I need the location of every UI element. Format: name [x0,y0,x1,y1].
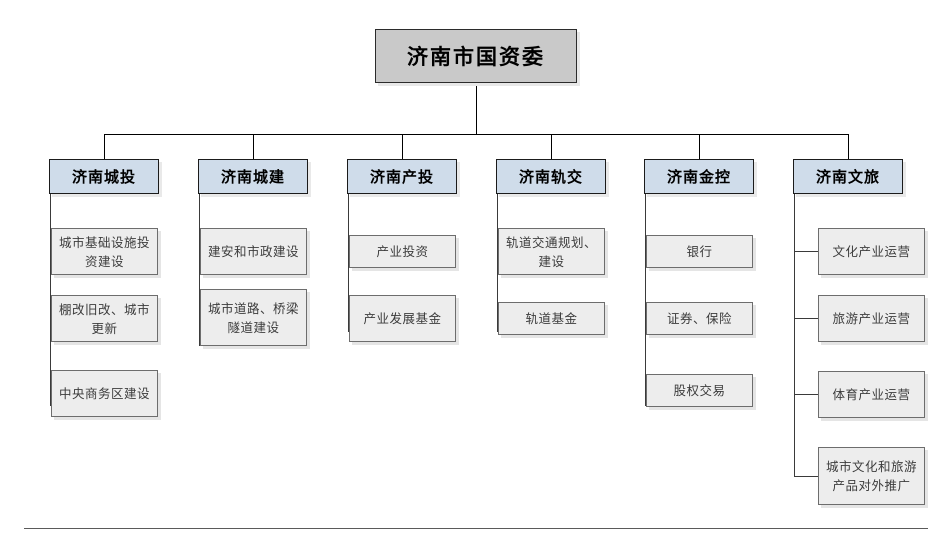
spine-col-4 [497,194,498,332]
group-header-jinan-chengtou[interactable]: 济南城投 [49,159,159,194]
stub-6-4 [794,476,820,477]
leaf-box[interactable]: 证券、保险 [646,302,753,335]
leaf-box[interactable]: 产业投资 [349,235,456,268]
stub-6-1 [794,251,820,252]
spine-col-1 [50,194,51,406]
root-drop-line [476,83,477,134]
group-header-jinan-jinkong[interactable]: 济南金控 [644,159,754,194]
group-header-jinan-chantou[interactable]: 济南产投 [347,159,457,194]
leaf-box[interactable]: 轨道基金 [498,302,605,335]
stub-6-2 [794,318,820,319]
leaf-box[interactable]: 城市文化和旅游产品对外推广 [818,447,925,505]
leaf-box[interactable]: 城市基础设施投资建设 [51,228,158,275]
spine-col-3 [348,194,349,332]
spine-col-6 [794,194,795,476]
branch-drop-2 [253,134,254,159]
spine-col-2 [199,194,200,346]
branch-drop-1 [104,134,105,159]
branch-drop-5 [699,134,700,159]
leaf-box[interactable]: 银行 [646,235,753,268]
leaf-box[interactable]: 城市道路、桥梁隧道建设 [200,289,307,346]
leaf-box[interactable]: 文化产业运营 [818,228,925,275]
leaf-box[interactable]: 旅游产业运营 [818,295,925,342]
branch-drop-4 [551,134,552,159]
stub-6-3 [794,394,820,395]
branch-drop-6 [848,134,849,159]
leaf-box[interactable]: 股权交易 [646,374,753,407]
group-header-jinan-chengjian[interactable]: 济南城建 [198,159,308,194]
leaf-box[interactable]: 轨道交通规划、建设 [498,228,605,275]
leaf-box[interactable]: 建安和市政建设 [200,228,307,275]
group-header-jinan-wenlv[interactable]: 济南文旅 [793,159,903,194]
leaf-box[interactable]: 体育产业运营 [818,371,925,418]
branch-drop-3 [402,134,403,159]
leaf-box[interactable]: 产业发展基金 [349,295,456,342]
group-header-jinan-guijiao[interactable]: 济南轨交 [496,159,606,194]
leaf-box[interactable]: 中央商务区建设 [51,370,158,417]
spine-col-5 [645,194,646,406]
bus-line [104,134,848,135]
root-node[interactable]: 济南市国资委 [375,29,577,83]
footer-divider [24,528,928,529]
leaf-box[interactable]: 棚改旧改、城市更新 [51,295,158,342]
